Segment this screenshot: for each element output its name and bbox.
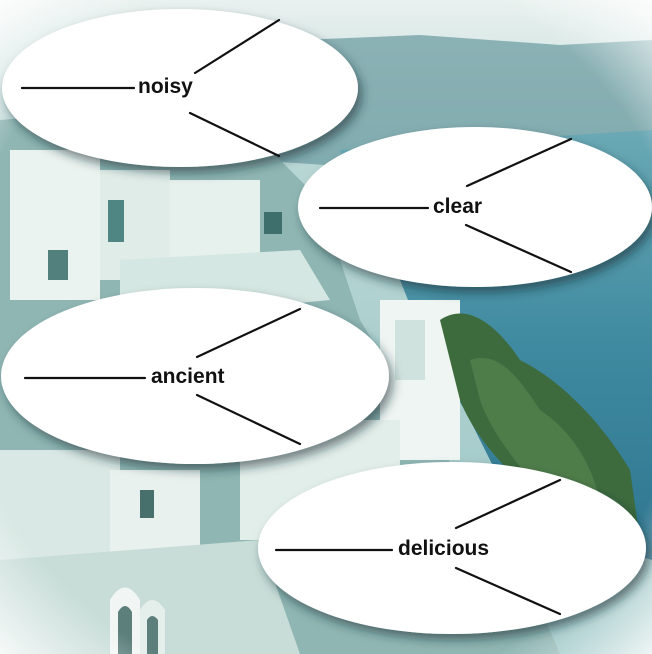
word-ancient: ancient: [148, 364, 228, 390]
spider-line: [454, 478, 562, 530]
word-clear: clear: [430, 194, 486, 220]
bubble-noisy-lines: [20, 18, 281, 158]
bubble-delicious-lines: [274, 478, 562, 616]
spider-line: [195, 307, 302, 359]
spider-line: [465, 137, 573, 188]
bubble-ancient-lines: [23, 307, 302, 446]
spider-line: [454, 566, 562, 616]
spider-line: [193, 18, 281, 75]
word-noisy: noisy: [135, 74, 196, 100]
spider-line: [188, 111, 281, 158]
bubble-clear-lines: [318, 137, 573, 274]
word-delicious: delicious: [395, 536, 493, 562]
spider-line: [464, 223, 573, 274]
spider-line: [195, 393, 302, 446]
